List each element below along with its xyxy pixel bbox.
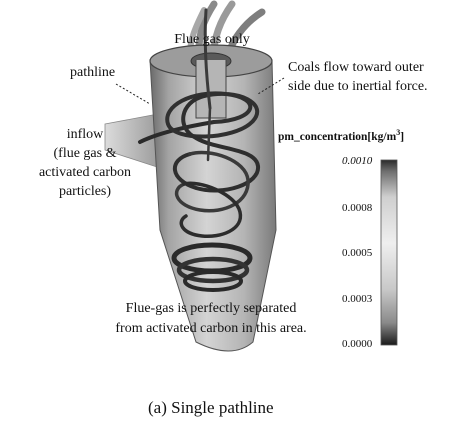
- colorbar-tick-0000: 0.0000: [342, 338, 372, 350]
- colorbar-title-end: ]: [400, 131, 404, 143]
- colorbar-tick-0010: 0.0010: [342, 155, 372, 167]
- colorbar: [381, 160, 397, 345]
- label-inflow-line2: (flue gas &: [22, 144, 148, 163]
- figure-caption: (a) Single pathline: [148, 398, 274, 418]
- label-coals-line1: Coals flow toward outer: [288, 58, 428, 77]
- label-separated-line1: Flue-gas is perfectly separated: [86, 299, 336, 319]
- colorbar-tick-0008: 0.0008: [342, 202, 372, 214]
- pathline-leader: [116, 84, 150, 104]
- label-inflow-line1: inflow: [22, 125, 148, 144]
- label-coals-flow: Coals flow toward outer side due to iner…: [288, 58, 428, 96]
- label-separated-line2: from activated carbon in this area.: [86, 319, 336, 339]
- label-inflow-line4: particles): [22, 182, 148, 201]
- colorbar-tick-0003: 0.0003: [342, 293, 372, 305]
- colorbar-title: pm_concentration[kg/m3]: [278, 128, 404, 143]
- label-flue-gas-only: Flue gas only: [167, 32, 257, 48]
- label-coals-line2: side due to inertial force.: [288, 77, 428, 96]
- colorbar-tick-0005: 0.0005: [342, 247, 372, 259]
- colorbar-title-main: pm_concentration[kg/m: [278, 131, 396, 143]
- label-inflow: inflow (flue gas & activated carbon part…: [22, 125, 148, 201]
- label-inflow-line3: activated carbon: [22, 163, 148, 182]
- label-pathline: pathline: [70, 65, 115, 81]
- label-separated: Flue-gas is perfectly separated from act…: [86, 299, 336, 339]
